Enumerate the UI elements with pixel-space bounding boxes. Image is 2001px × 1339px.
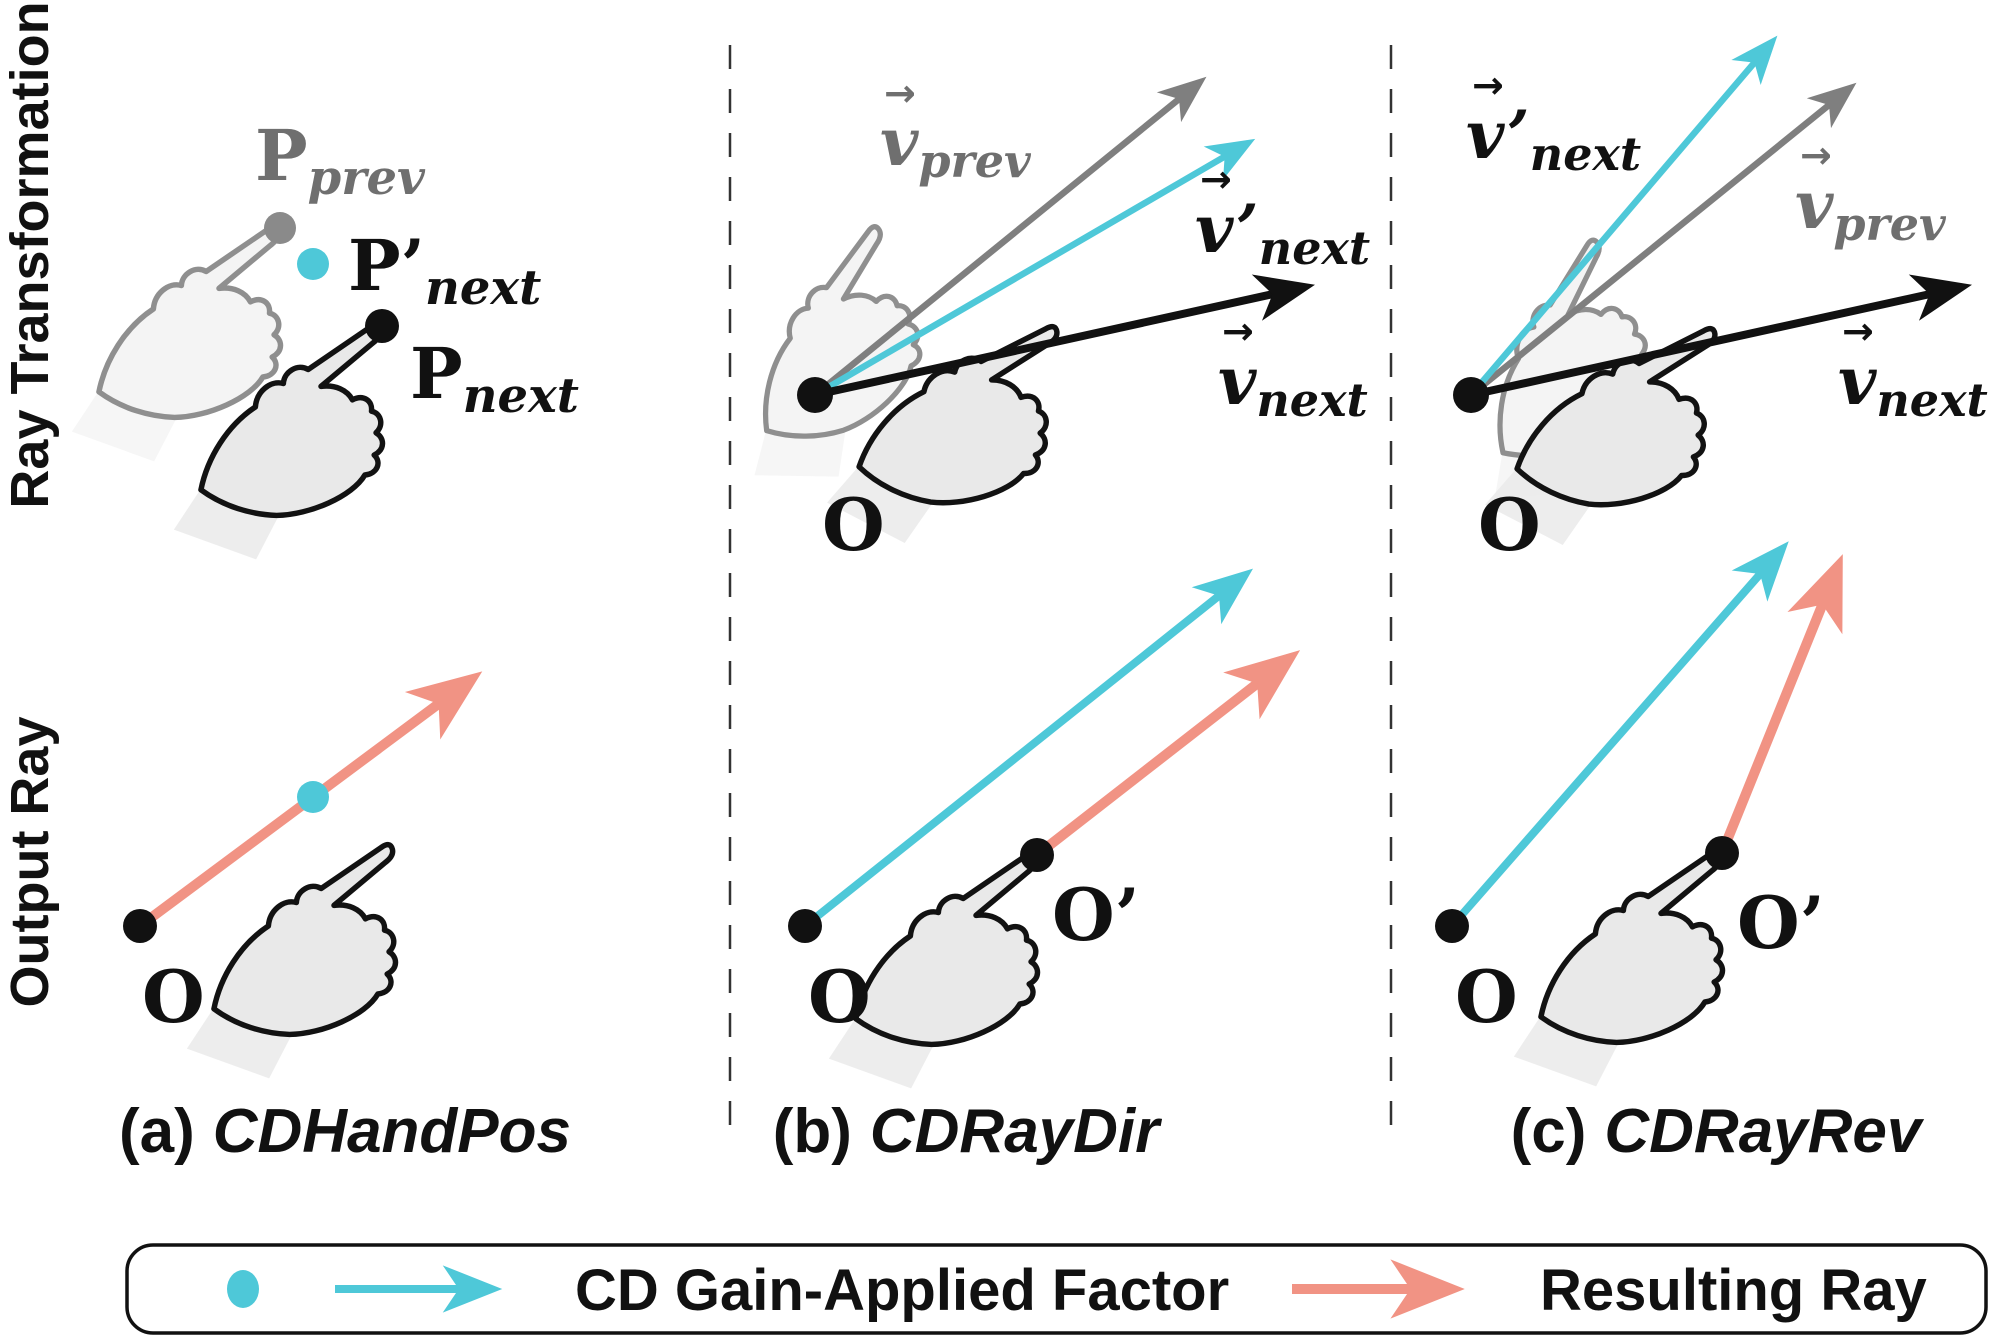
legend-gain-label: CD Gain-Applied Factor: [575, 1258, 1229, 1323]
p-prev-point: [264, 212, 296, 244]
vector-arrow-glyph: →: [1472, 63, 1504, 107]
gain-ray: [1448, 541, 1789, 929]
p-next-gained-label: P’next: [348, 224, 541, 316]
v-next-gained-label: v’next: [1466, 96, 1641, 181]
origin-point: [123, 909, 157, 943]
v-prev-arrow: [1468, 82, 1857, 398]
origin-label: O: [808, 954, 871, 1039]
caption-b: (b)CDRayDir: [773, 1097, 1162, 1166]
v-prev-arrow: [812, 76, 1207, 398]
origin-label: O: [822, 482, 885, 567]
p-next-point: [365, 309, 399, 343]
origin-gained-label: O’: [1052, 872, 1140, 957]
panel-a-output: O: [123, 671, 483, 1101]
caption-a: (a)CDHandPos: [119, 1097, 571, 1166]
panel-c-transformation: O → v’next → vprev → vnext: [1412, 35, 1988, 567]
panel-b-output: O O’: [787, 568, 1301, 1111]
legend: CD Gain-Applied Factor Resulting Ray: [125, 1243, 1988, 1335]
panel-b-transformation: O → vprev → v’next → vnext: [680, 71, 1370, 567]
origin-point: [797, 377, 833, 413]
panel-c-output: O O’: [1435, 541, 1843, 1109]
origin-label: O: [142, 954, 205, 1039]
origin-gained-point: [1020, 838, 1054, 872]
p-next-label: Pnext: [410, 332, 579, 424]
hand-icon: [1472, 851, 1779, 1109]
legend-resulting-label: Resulting Ray: [1540, 1258, 1927, 1323]
row-label-ray-transformation: Ray Transformation: [0, 1, 60, 508]
caption-c: (c)CDRayRev: [1511, 1097, 1925, 1166]
vector-arrow-glyph: →: [1800, 133, 1832, 177]
origin-point: [1435, 909, 1469, 943]
v-next-label: vnext: [1218, 342, 1368, 427]
v-next-arrow: [1470, 274, 1973, 399]
vector-arrow-glyph: →: [884, 71, 916, 115]
v-next-gained-arrow: [813, 138, 1256, 398]
v-next-gained-label: v’next: [1195, 190, 1370, 275]
origin-label: O: [1455, 954, 1518, 1039]
v-next-arrow: [814, 274, 1315, 399]
origin-label: O: [1478, 482, 1541, 567]
row-label-output-ray: Output Ray: [0, 717, 60, 1008]
p-next-gained-point: [297, 248, 329, 280]
vector-arrow-glyph: →: [1842, 309, 1874, 353]
panel-a-transformation: Pprev P’next Pnext: [30, 114, 579, 582]
legend-box: [125, 1243, 1988, 1335]
origin-gained-label: O’: [1737, 880, 1825, 965]
origin-gained-point: [1705, 836, 1739, 870]
resulting-ray: [1033, 650, 1301, 859]
v-prev-label: vprev: [880, 103, 1032, 188]
vector-arrow-glyph: →: [1200, 157, 1232, 201]
vector-arrow-glyph: →: [1222, 309, 1254, 353]
v-prev-label: vprev: [1795, 166, 1947, 251]
v-next-label: vnext: [1838, 342, 1988, 427]
gain-point: [297, 781, 329, 813]
gain-ray: [802, 568, 1254, 930]
v-next-gained-arrow: [1468, 35, 1778, 398]
resulting-ray: [1717, 554, 1843, 855]
origin-point: [788, 909, 822, 943]
gain-point-swatch: [227, 1270, 259, 1308]
origin-point: [1453, 377, 1489, 413]
p-prev-label: Pprev: [255, 114, 426, 206]
